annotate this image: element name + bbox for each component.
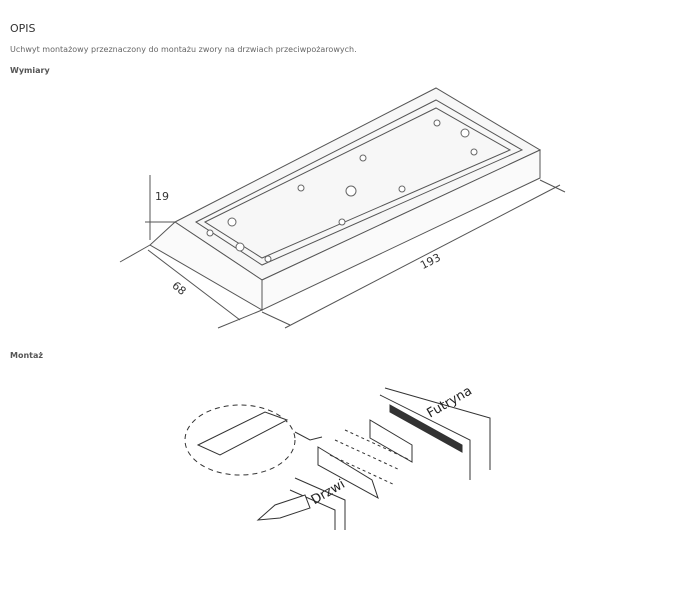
- section-heading: OPIS: [10, 22, 36, 35]
- bracket-dimension-drawing: [119, 87, 566, 329]
- dimension-height: 19: [155, 190, 169, 203]
- mounting-heading: Montaż: [10, 351, 44, 360]
- product-description: Uchwyt montażowy przeznaczony do montażu…: [10, 45, 357, 54]
- mounting-diagram: [184, 387, 491, 530]
- dimensions-heading: Wymiary: [10, 66, 50, 75]
